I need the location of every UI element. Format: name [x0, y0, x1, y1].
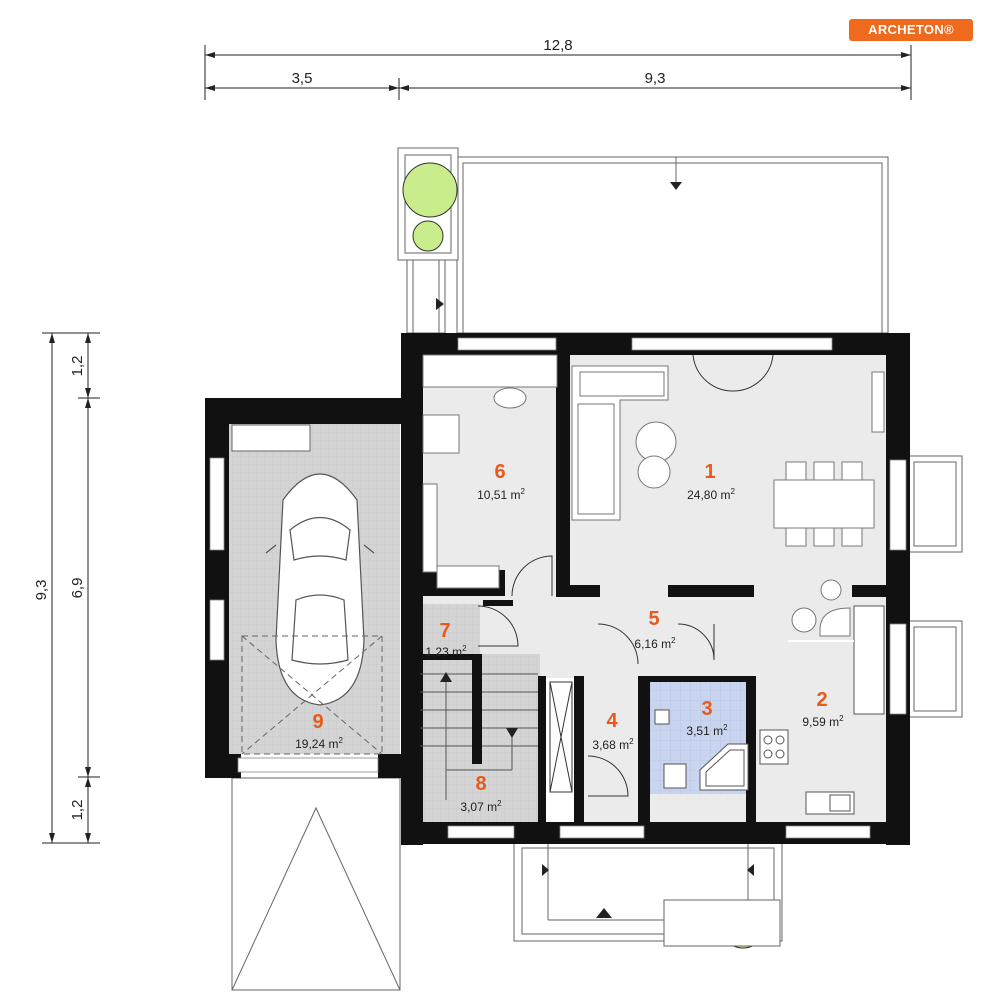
room-8-area-sup: 2 [497, 799, 502, 808]
room-6-area-sup: 2 [520, 487, 525, 496]
room-4-label: 4 3,68 m2 [592, 710, 634, 752]
room-1-area-value: 24,80 m [687, 488, 730, 502]
room-8-label: 8 3,07 m2 [460, 773, 502, 814]
dim-left-middle: 6,9 [69, 578, 86, 599]
kitchen-bar-icon [791, 579, 851, 637]
room-2-number: 2 [816, 689, 827, 711]
dimension-lines [42, 45, 912, 844]
dim-left-bottom: 1,2 [69, 800, 86, 821]
room-7-area: 1,23 m2 [425, 644, 467, 659]
windows [209, 337, 907, 839]
room-8-number: 8 [475, 773, 486, 795]
bed-icon [422, 354, 558, 589]
room-7-number: 7 [439, 620, 450, 642]
coffee-table-icon [635, 421, 677, 489]
terrace-outline [397, 147, 889, 334]
room-6-area: 10,51 m2 [477, 487, 525, 502]
dim-top-right: 9,3 [645, 70, 666, 87]
arrow-icon [436, 298, 444, 310]
room-3-number: 3 [701, 698, 712, 720]
room-3-area-value: 3,51 m [686, 724, 723, 738]
room-5-label: 5 6,16 m2 [634, 608, 676, 651]
dim-left-total: 9,3 [33, 580, 50, 601]
room-5-area-sup: 2 [671, 636, 676, 645]
room-4-number: 4 [606, 710, 618, 732]
garage-shelf [231, 424, 311, 452]
toilet-icon [654, 709, 687, 789]
shower-icon [699, 743, 749, 791]
arrow-icon [747, 864, 754, 876]
room-1-label: 1 24,80 m2 [687, 461, 735, 502]
room-7-label: 7 1,23 m2 [425, 620, 467, 659]
arrow-icon [670, 182, 682, 190]
room-6-label: 6 10,51 m2 [477, 461, 525, 502]
room-9-area-sup: 2 [338, 736, 343, 745]
dining-table-icon [773, 371, 885, 547]
shaft [549, 681, 573, 793]
room-3-area-sup: 2 [723, 723, 728, 732]
room-1-area-sup: 2 [730, 487, 735, 496]
room-4-area-sup: 2 [629, 737, 634, 746]
room-2-area-value: 9,59 m [802, 715, 839, 729]
dim-left-top: 1,2 [69, 356, 86, 377]
room-7-area-sup: 2 [462, 644, 467, 653]
car-icon [265, 473, 375, 706]
arrow-icon [542, 864, 549, 876]
room-2-area-sup: 2 [839, 714, 844, 723]
driveway [231, 777, 401, 991]
room-8-area: 3,07 m2 [460, 799, 502, 814]
room-1-area: 24,80 m2 [687, 487, 735, 502]
sink-icon [805, 791, 855, 815]
room-5-area-value: 6,16 m [634, 637, 671, 651]
room-1-number: 1 [704, 461, 715, 483]
room-3-label: 3 3,51 m2 [686, 698, 728, 738]
doors [477, 354, 774, 797]
arrow-icon [440, 672, 452, 682]
dim-top-total: 12,8 [543, 37, 572, 54]
room-6-number: 6 [494, 461, 505, 483]
logo-text: ARCHETON [868, 22, 944, 37]
room-5-number: 5 [648, 608, 659, 630]
room-5-area: 6,16 m2 [634, 636, 676, 651]
sofa-icon [571, 365, 669, 521]
room-9-area-value: 19,24 m [295, 737, 338, 751]
room-4-area-value: 3,68 m [592, 738, 629, 752]
room-8-area-value: 3,07 m [460, 800, 497, 814]
room-6-area-value: 10,51 m [477, 488, 520, 502]
logo-registered: ® [943, 22, 954, 37]
room-2-label: 2 9,59 m2 [802, 689, 844, 729]
room-7-area-value: 1,23 m [425, 645, 462, 659]
side-windows [907, 455, 963, 718]
dimension-arrows [49, 52, 911, 843]
entry-terrace [513, 842, 783, 947]
stairs [420, 673, 538, 800]
arrow-icon [506, 728, 518, 738]
stove-icon [759, 605, 885, 765]
room-9-number: 9 [312, 711, 323, 733]
room-9-area: 19,24 m2 [295, 736, 343, 751]
archeton-logo: ARCHETON® [849, 19, 973, 41]
arrow-icon [596, 908, 612, 918]
room-9-label: 9 19,24 m2 [295, 711, 343, 751]
garage-door-swing [241, 635, 383, 755]
dim-top-left: 3,5 [292, 70, 313, 87]
room-4-area: 3,68 m2 [592, 737, 634, 752]
room-3-area: 3,51 m2 [686, 723, 728, 738]
room-2-area: 9,59 m2 [802, 714, 844, 729]
